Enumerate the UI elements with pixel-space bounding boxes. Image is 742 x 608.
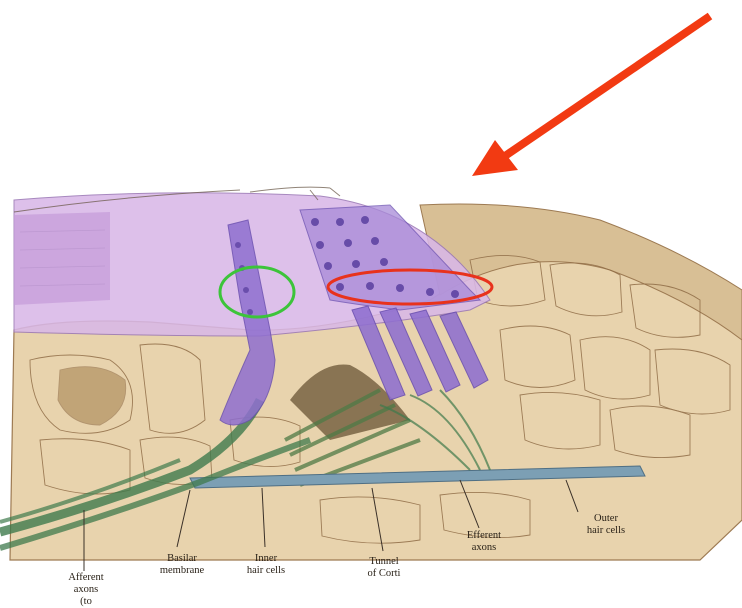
label-outer-hair-cells: Outer hair cells <box>566 513 646 537</box>
label-basilar-membrane: Basilar membrane <box>142 553 222 577</box>
label-inner-line-1: Inner <box>226 553 306 565</box>
label-inner-hair-cells: Inner hair cells <box>226 553 306 577</box>
label-tunnel-of-corti: Tunnel of Corti <box>344 556 424 580</box>
label-efferent-line-1: Efferent <box>444 530 524 542</box>
label-outer-line-1: Outer <box>566 513 646 525</box>
label-inner-line-2: hair cells <box>226 565 306 577</box>
pointer-arrow <box>472 16 710 176</box>
label-outer-line-2: hair cells <box>566 525 646 537</box>
label-basilar-line-2: membrane <box>142 565 222 577</box>
label-afferent-line-1: Afferent <box>46 572 126 584</box>
label-afferent-axons: Afferent axons (to <box>46 572 126 608</box>
label-afferent-line-3: (to <box>46 596 126 608</box>
label-efferent-line-2: axons <box>444 542 524 554</box>
label-efferent-axons: Efferent axons <box>444 530 524 554</box>
label-afferent-line-2: axons <box>46 584 126 596</box>
label-tunnel-line-2: of Corti <box>344 568 424 580</box>
label-tunnel-line-1: Tunnel <box>344 556 424 568</box>
label-basilar-line-1: Basilar <box>142 553 222 565</box>
